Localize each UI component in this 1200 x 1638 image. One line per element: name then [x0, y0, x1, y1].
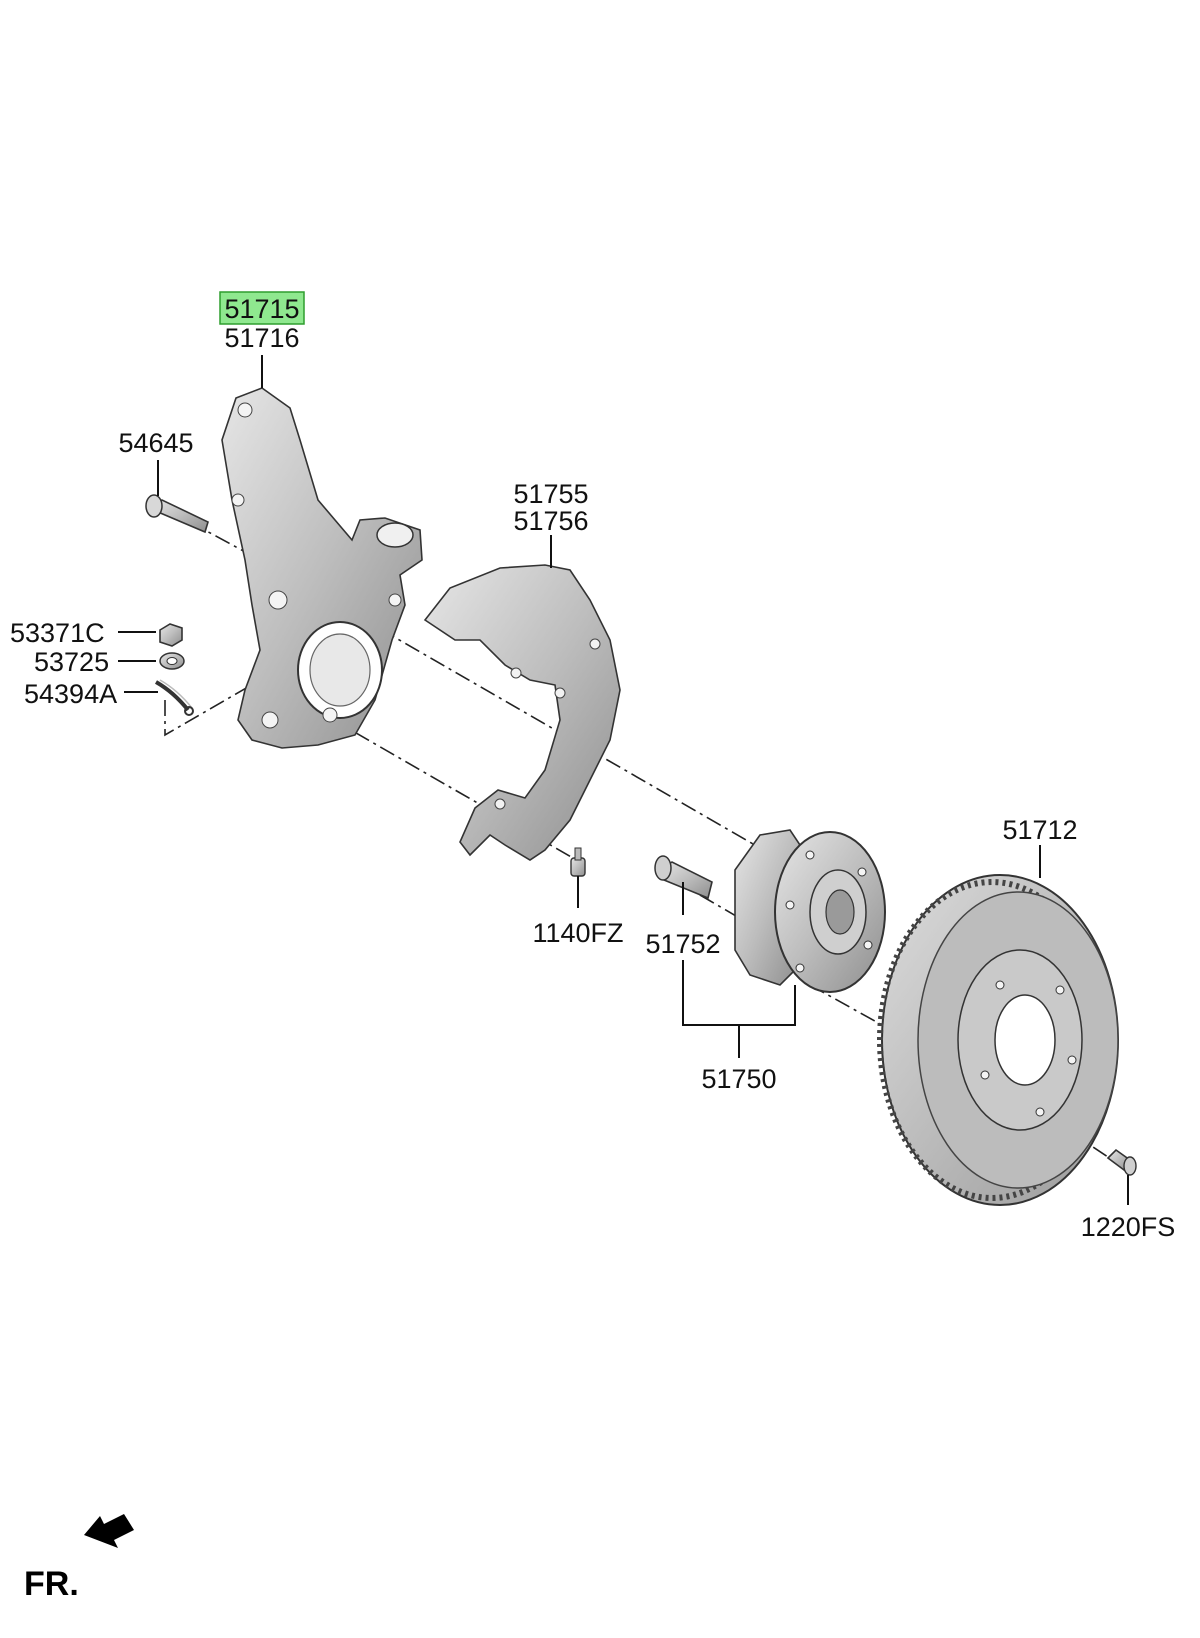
- label-51712[interactable]: 51712: [1002, 815, 1077, 845]
- cotter-pin: [155, 679, 194, 716]
- label-1140fz[interactable]: 1140FZ: [532, 918, 623, 948]
- label-51750[interactable]: 51750: [701, 1064, 776, 1094]
- label-51715[interactable]: 51715: [224, 294, 299, 324]
- label-51755[interactable]: 51755: [513, 479, 588, 509]
- wheel-hub-assembly: [734, 829, 886, 993]
- label-1220fs[interactable]: 1220FS: [1081, 1212, 1176, 1242]
- dust-cover-bolt: [570, 847, 586, 877]
- direction-arrow-icon: [84, 1514, 134, 1548]
- brake-disc: [877, 874, 1119, 1206]
- part-labels: 51715 51716 54645 53371C 53725 54394A 51…: [10, 291, 1176, 1242]
- label-51752[interactable]: 51752: [645, 929, 720, 959]
- front-direction-indicator: FR.: [24, 1514, 134, 1603]
- hub-bolt: [654, 855, 713, 900]
- label-51716[interactable]: 51716: [224, 323, 299, 353]
- washer: [159, 652, 185, 670]
- label-53725[interactable]: 53725: [34, 647, 109, 677]
- highlight-box: [219, 291, 305, 325]
- leader-lines: [118, 355, 1129, 1205]
- steering-knuckle: [221, 387, 423, 749]
- label-54645[interactable]: 54645: [118, 428, 193, 458]
- label-54394a[interactable]: 54394A: [24, 679, 117, 709]
- castle-nut: [159, 623, 183, 647]
- dust-cover: [423, 564, 621, 861]
- label-53371c[interactable]: 53371C: [10, 618, 105, 648]
- disc-screw: [1106, 1148, 1137, 1176]
- knuckle-bolt: [145, 494, 209, 534]
- front-label: FR.: [24, 1565, 79, 1603]
- label-51756[interactable]: 51756: [513, 506, 588, 536]
